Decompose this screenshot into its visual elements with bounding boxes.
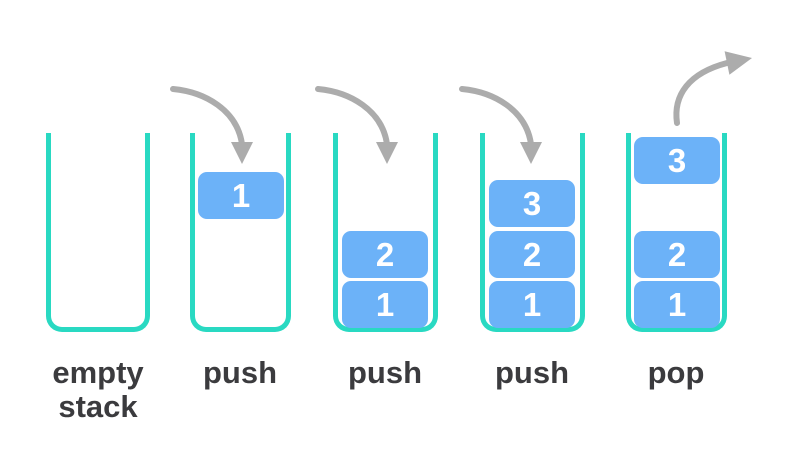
stack-well-push-3	[480, 133, 585, 332]
stack-block-3: 3	[634, 137, 720, 184]
stack-label-pop: pop	[647, 355, 705, 390]
stack-block-1: 1	[198, 172, 284, 219]
stack-well-push-2	[333, 133, 438, 332]
stack-block-1: 1	[342, 281, 428, 328]
stack-block-1: 1	[634, 281, 720, 328]
push-arrow-icon	[459, 86, 542, 164]
push-arrow-icon	[315, 86, 398, 164]
stack-block-2: 2	[489, 231, 575, 278]
stack-block-2: 2	[342, 231, 428, 278]
pop-arrow-icon	[673, 51, 752, 126]
stack-well-empty	[46, 133, 150, 332]
stack-label-push-3: push	[494, 355, 570, 390]
stack-label-push-1: push	[202, 355, 278, 390]
stack-block-2: 2	[634, 231, 720, 278]
stack-well-pop	[626, 133, 727, 332]
stack-well-push-1	[190, 133, 291, 332]
stack-block-3: 3	[489, 180, 575, 227]
push-arrow-icon	[170, 86, 253, 164]
stack-label-empty: empty stack	[52, 355, 144, 424]
stack-block-1: 1	[489, 281, 575, 328]
stack-label-push-2: push	[347, 355, 423, 390]
